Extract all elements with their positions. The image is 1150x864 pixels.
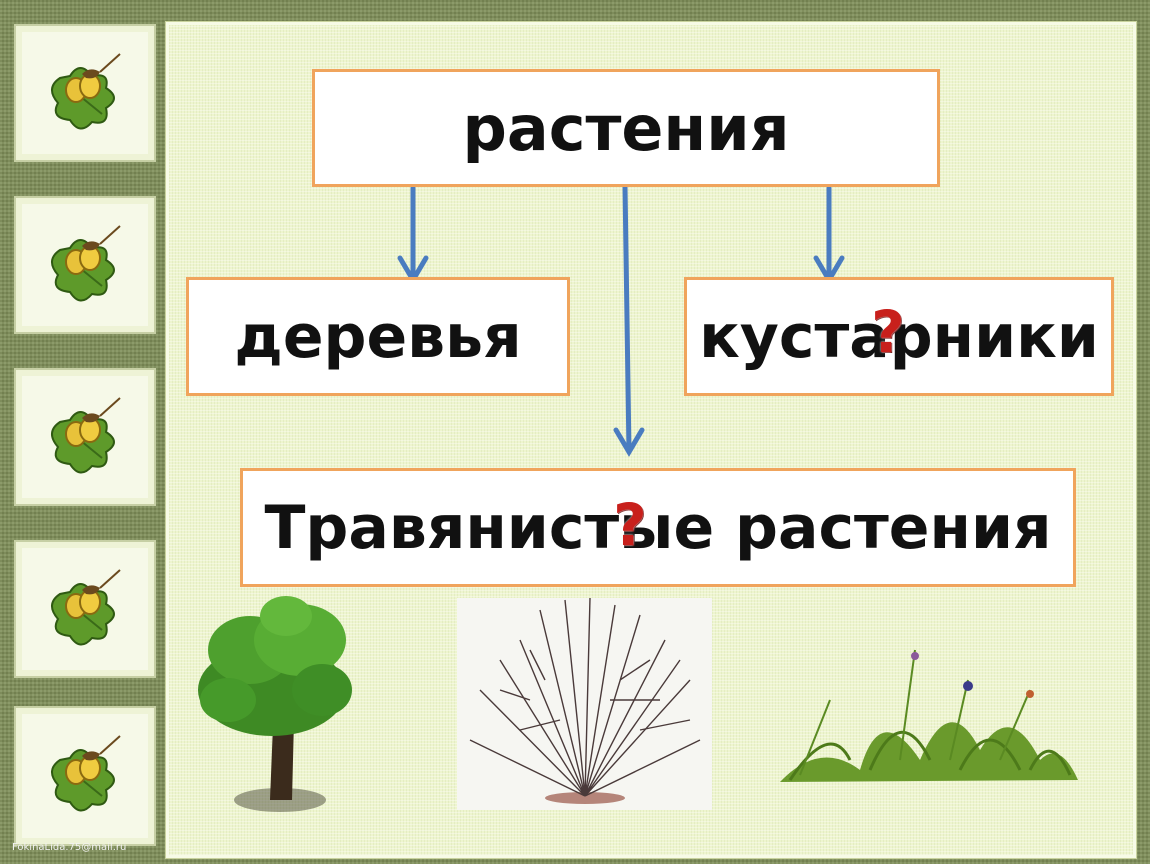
acorn-leaf-icon — [51, 735, 121, 812]
acorn-tile-4 — [14, 540, 156, 678]
shrubs-box: кустарники — [684, 277, 1114, 396]
herbs-label: Травянистые растения — [264, 492, 1052, 563]
tree-image — [198, 596, 352, 812]
shrub-image — [457, 597, 712, 810]
acorn-tile-5 — [14, 706, 156, 846]
acorn-leaf-icon — [51, 569, 121, 646]
arrow-to-herbs — [613, 183, 645, 457]
acorn-tile-3 — [14, 368, 156, 506]
acorn-leaf-icon — [51, 397, 121, 474]
herbs-box: Травянистые растения — [240, 468, 1076, 587]
acorn-tile-1 — [14, 24, 156, 162]
question-mark-icon: ? — [613, 491, 647, 559]
acorn-tile-2 — [14, 196, 156, 334]
footer-email: FokinaLida.75@mail.ru — [12, 842, 127, 853]
trees-box: деревья — [186, 277, 570, 396]
shrubs-label: кустарники — [699, 301, 1099, 372]
acorn-leaf-icon — [51, 225, 121, 302]
acorn-leaf-icon — [51, 53, 121, 130]
grass-image — [780, 649, 1078, 782]
plants-box: растения — [312, 69, 940, 187]
plants-title: растения — [462, 91, 790, 165]
trees-label: деревья — [234, 301, 522, 372]
question-mark-icon: ? — [871, 298, 905, 366]
